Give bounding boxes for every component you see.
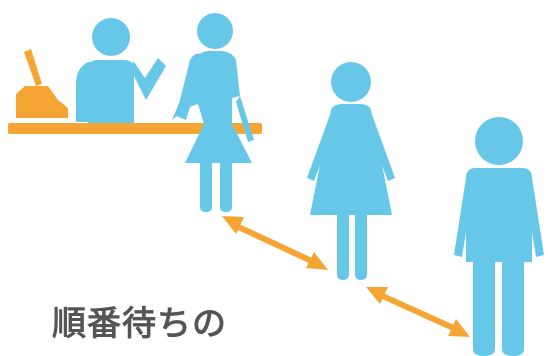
counter-desk-icon: [8, 123, 262, 134]
person-woman-icon: [172, 13, 254, 212]
clerk-person-icon: [76, 18, 166, 123]
caption-title: 順番待ちの: [52, 304, 227, 344]
cash-register-icon: [16, 49, 68, 118]
person-woman-icon: [307, 62, 395, 280]
double-arrow-icon: [222, 216, 328, 270]
person-man-icon: [454, 117, 544, 356]
double-arrow-icon: [366, 287, 470, 337]
